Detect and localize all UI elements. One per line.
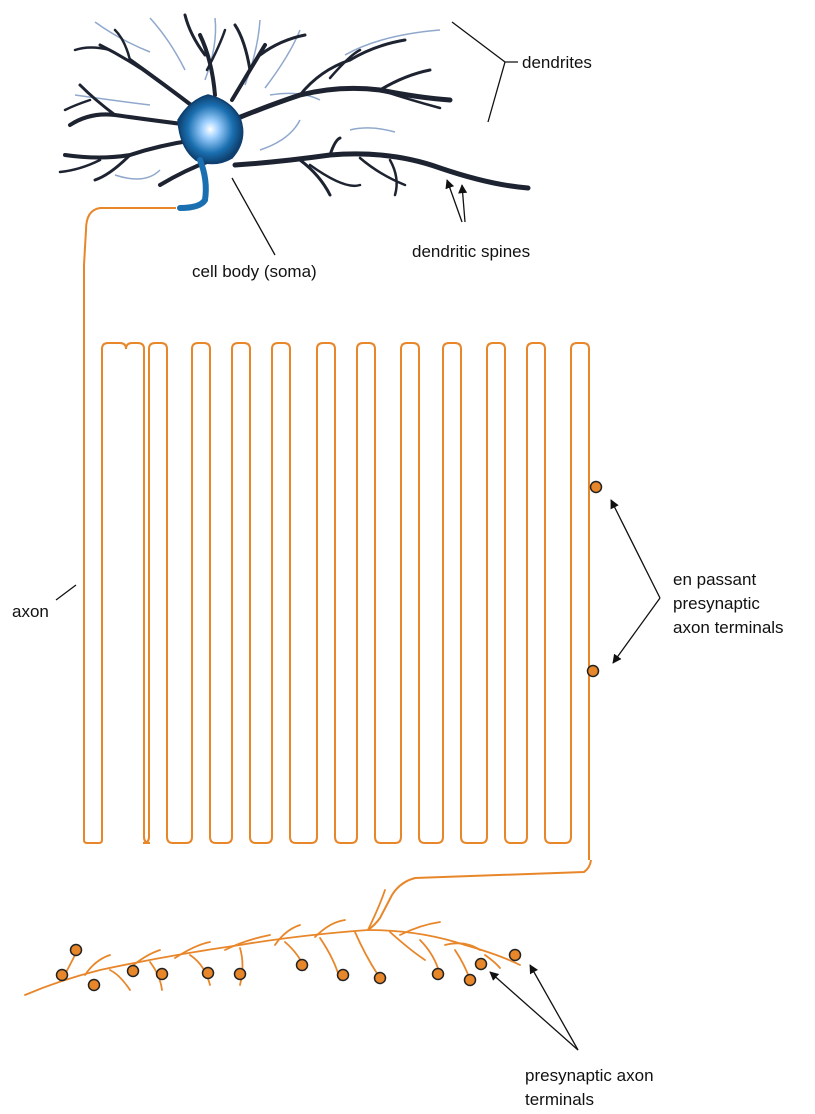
terminal-bouton	[433, 969, 444, 980]
spine-arrow	[462, 185, 465, 222]
label-en-passant-3: axon terminals	[673, 618, 784, 637]
terminal-bouton	[476, 959, 487, 970]
terminal-bouton	[71, 945, 82, 956]
label-terminals-1: presynaptic axon	[525, 1066, 654, 1085]
label-terminals-2: terminals	[525, 1090, 594, 1109]
terminal-bouton	[297, 960, 308, 971]
axon-meander	[126, 343, 589, 860]
label-cell-body: cell body (soma)	[192, 262, 317, 281]
terminal-bouton	[57, 970, 68, 981]
en-passant-arrow	[611, 500, 660, 598]
label-en-passant-1: en passant	[673, 570, 756, 589]
terminal-bouton	[235, 969, 246, 980]
axon-distal	[368, 860, 591, 930]
soma	[178, 95, 243, 164]
label-axon: axon	[12, 602, 49, 621]
axon-proximal	[84, 208, 176, 843]
terminal-bouton	[89, 980, 100, 991]
dendrites-bracket	[452, 22, 518, 122]
terminal-bouton	[338, 970, 349, 981]
terminals-arrow	[490, 972, 578, 1050]
terminal-arbor	[25, 890, 520, 995]
terminal-bouton	[465, 975, 476, 986]
axon-terminals	[57, 482, 602, 991]
en-passant-arrow	[613, 598, 660, 663]
terminal-bouton	[203, 968, 214, 979]
label-dendrites: dendrites	[522, 53, 592, 72]
en-passant-terminal	[588, 666, 599, 677]
soma-leader	[232, 178, 275, 255]
terminals-arrow	[530, 965, 578, 1050]
terminal-bouton	[128, 966, 139, 977]
axon-leader	[56, 585, 76, 600]
terminal-bouton	[510, 950, 521, 961]
terminal-bouton	[157, 969, 168, 980]
en-passant-terminal	[591, 482, 602, 493]
spine-arrow	[447, 180, 462, 222]
label-en-passant-2: presynaptic	[673, 594, 760, 613]
label-dendritic-spines: dendritic spines	[412, 242, 530, 261]
terminal-bouton	[375, 973, 386, 984]
